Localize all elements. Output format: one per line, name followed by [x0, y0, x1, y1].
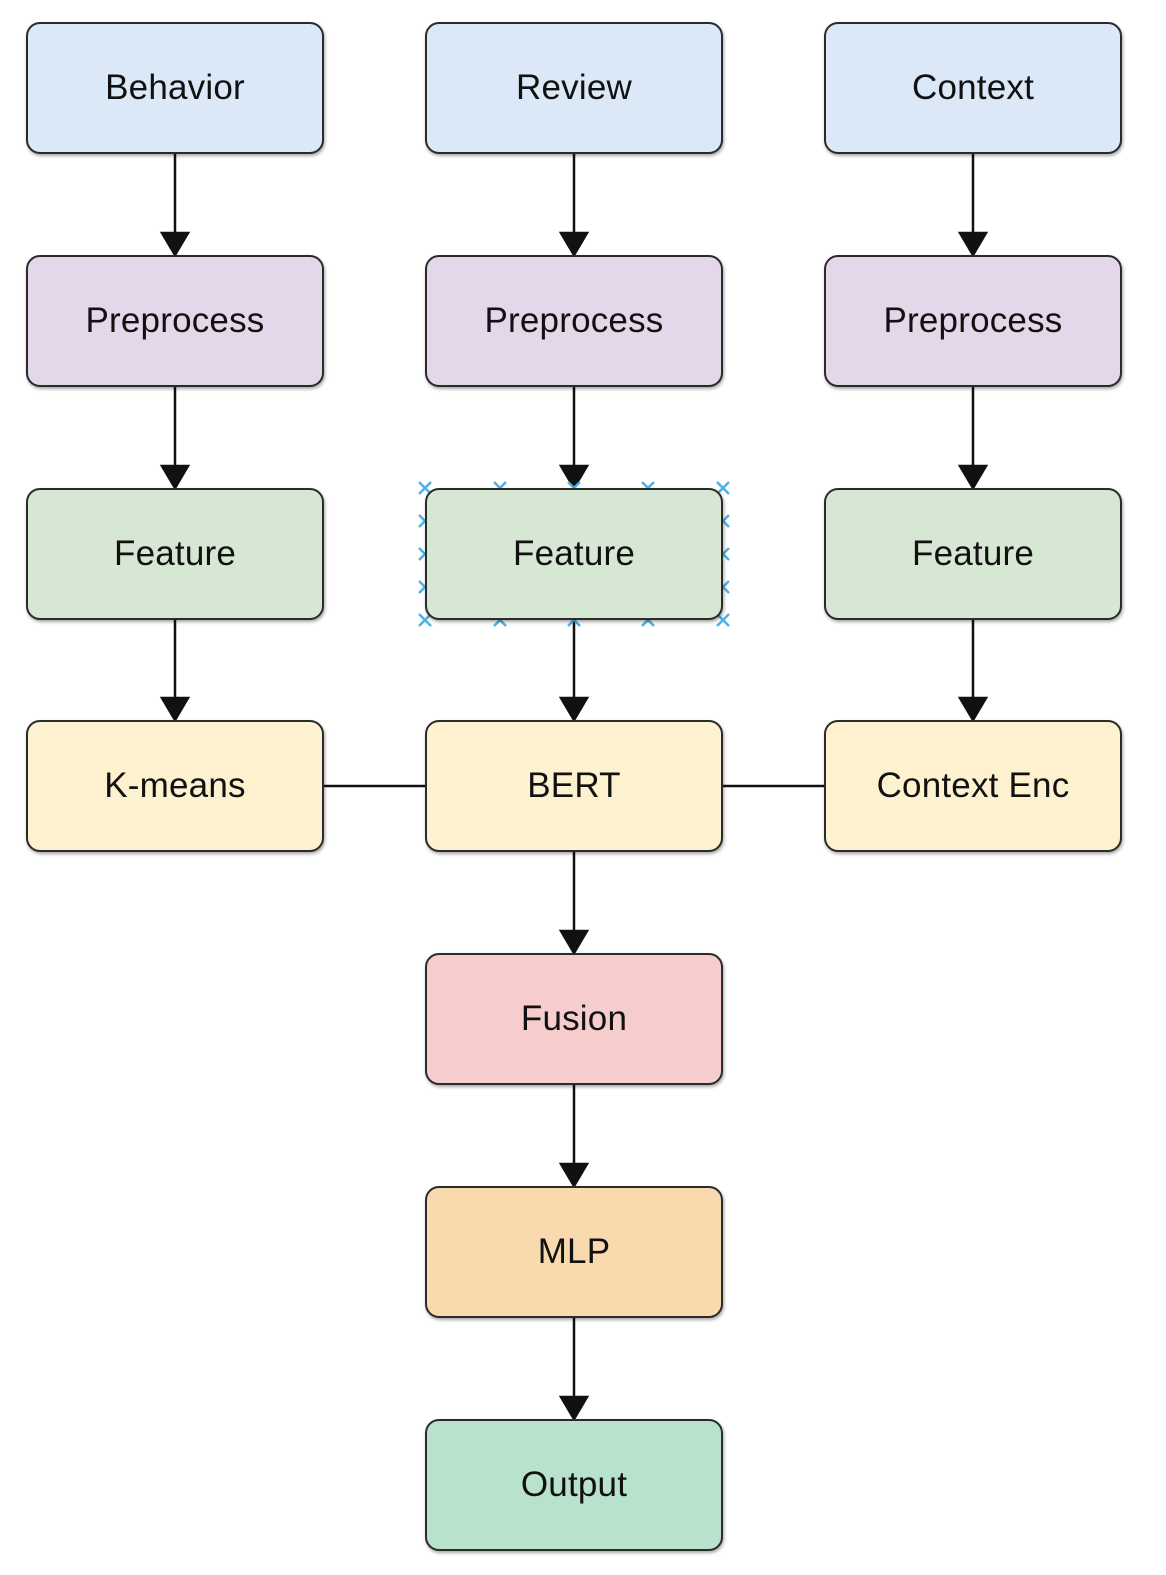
preprocess-behavior-label: Preprocess — [85, 301, 265, 340]
context-label: Context — [911, 68, 1035, 107]
mlp-node[interactable]: MLP — [425, 1186, 723, 1318]
feature-behavior-label: Feature — [113, 534, 237, 573]
review-label: Review — [516, 68, 632, 107]
mlp-label: MLP — [537, 1232, 611, 1271]
kmeans-node[interactable]: K-means — [26, 720, 324, 852]
arrow-context-1-arrowhead — [957, 231, 989, 258]
feature-review-label: Feature — [512, 534, 636, 573]
arrow-fusion-mlp-arrowhead — [558, 1162, 590, 1189]
arrow-context-3-arrowhead — [957, 696, 989, 723]
arrow-behavior-2-arrowhead — [159, 464, 191, 491]
behavior-node[interactable]: Behavior — [26, 22, 324, 154]
arrow-review-3-arrowhead — [558, 696, 590, 723]
feature-context-label: Feature — [911, 534, 1035, 573]
review-node[interactable]: Review — [425, 22, 723, 154]
arrow-review-1-arrowhead — [558, 231, 590, 258]
context-node[interactable]: Context — [824, 22, 1122, 154]
arrow-bert-fusion-arrowhead — [558, 929, 590, 956]
feature-context-node[interactable]: Feature — [824, 488, 1122, 620]
preprocess-review-label: Preprocess — [484, 301, 664, 340]
feature-review-node[interactable]: Feature — [425, 488, 723, 620]
arrow-review-2-arrowhead — [558, 464, 590, 491]
preprocess-context-node[interactable]: Preprocess — [824, 255, 1122, 387]
bert-label: BERT — [527, 766, 621, 805]
context-enc-node[interactable]: Context Enc — [824, 720, 1122, 852]
output-node[interactable]: Output — [425, 1419, 723, 1551]
fusion-label: Fusion — [520, 999, 628, 1038]
kmeans-label: K-means — [104, 766, 246, 805]
arrow-behavior-1-arrowhead — [159, 231, 191, 258]
behavior-label: Behavior — [105, 68, 245, 107]
bert-node[interactable]: BERT — [425, 720, 723, 852]
selection-handle[interactable] — [716, 613, 730, 627]
arrow-behavior-3-arrowhead — [159, 696, 191, 723]
arrow-mlp-output-arrowhead — [558, 1395, 590, 1422]
fusion-node[interactable]: Fusion — [425, 953, 723, 1085]
preprocess-behavior-node[interactable]: Preprocess — [26, 255, 324, 387]
context-enc-label: Context Enc — [876, 766, 1070, 805]
arrow-context-2-arrowhead — [957, 464, 989, 491]
preprocess-context-label: Preprocess — [883, 301, 1063, 340]
output-label: Output — [520, 1465, 628, 1504]
preprocess-review-node[interactable]: Preprocess — [425, 255, 723, 387]
feature-behavior-node[interactable]: Feature — [26, 488, 324, 620]
